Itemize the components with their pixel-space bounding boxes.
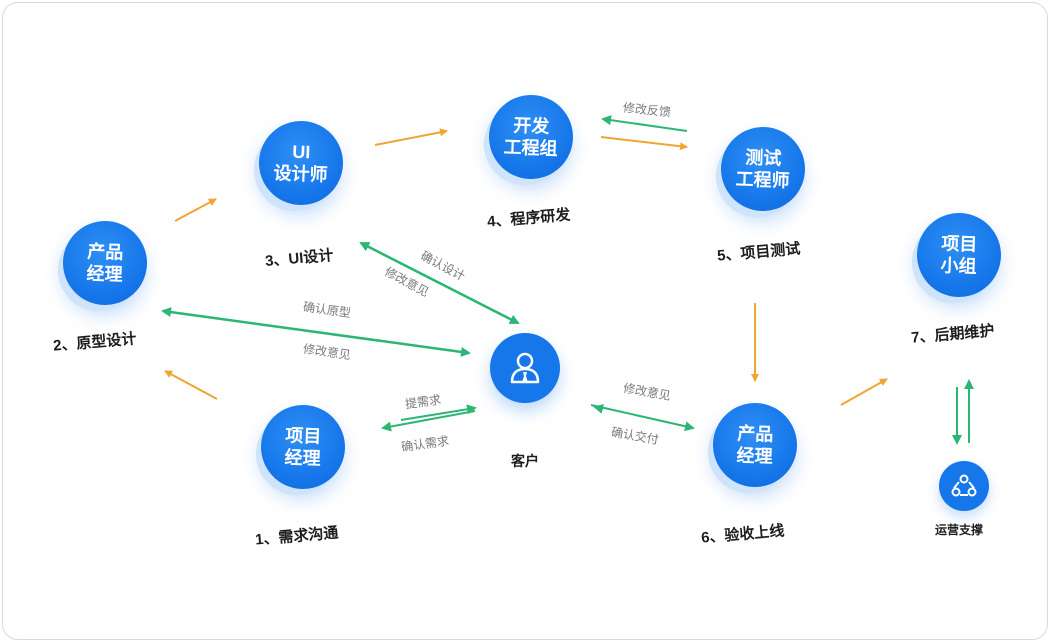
- user-icon: [510, 352, 540, 384]
- customer-label: 客户: [511, 453, 539, 469]
- arrow-proj-to-proto: [164, 370, 218, 400]
- node-label: 开发 工程组: [503, 115, 558, 159]
- node-label: UI 设计师: [273, 141, 328, 185]
- customer-node: [490, 333, 560, 403]
- arrow-pm-to-ui: [174, 198, 217, 222]
- node-label: 项目 经理: [284, 425, 322, 469]
- arrow-customer-proto: [161, 307, 471, 357]
- arrow-customer-req-a: [381, 410, 476, 432]
- arrow-customer-req-b: [400, 404, 477, 421]
- node-label: 项目 小组: [940, 233, 978, 277]
- arrow-pm-to-team: [840, 378, 888, 406]
- ops-support-label: 运营支撑: [935, 523, 984, 537]
- node-label: 产品 经理: [86, 241, 124, 285]
- node-label: 产品 经理: [736, 423, 774, 467]
- arrow-customer-delivery-b: [593, 404, 604, 414]
- arrow-customer-delivery-a: [590, 404, 695, 432]
- ops-support-node: [939, 461, 989, 511]
- node-label: 测试 工程师: [735, 147, 790, 191]
- arrow-ui-to-dev: [374, 128, 448, 146]
- arrow-customer-ui: [359, 241, 520, 325]
- arrow-test-to-dev: [601, 115, 688, 132]
- connector-layer: [161, 115, 974, 445]
- team-icon: [951, 474, 977, 497]
- arrow-dev-to-test: [600, 136, 688, 151]
